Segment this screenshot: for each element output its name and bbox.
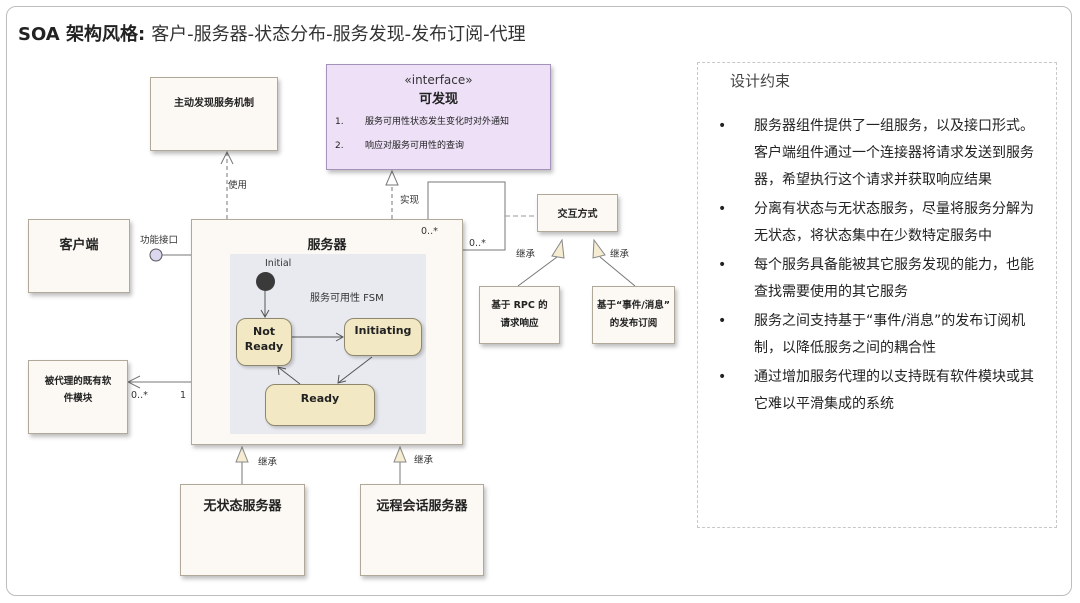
title-rest: 客户-服务器-状态分布-服务发现-发布订阅-代理 bbox=[151, 24, 526, 45]
self-assoc-edge bbox=[427, 181, 506, 251]
remote-inherit-label: 继承 bbox=[414, 455, 434, 466]
rpc-inherit-arrowhead bbox=[551, 238, 565, 259]
rpc-label-1: 基于 RPC 的 bbox=[491, 300, 548, 311]
state-initiating-label: Initiating bbox=[354, 324, 412, 337]
proxy-multiplicity-one: 1 bbox=[180, 390, 187, 401]
interface-stereotype: «interface» bbox=[404, 73, 473, 87]
state-ready-label: Ready bbox=[300, 392, 340, 405]
initial-pseudostate bbox=[256, 272, 275, 291]
proxied-module-label-2: 件模块 bbox=[63, 393, 93, 404]
constraint-item: • 服务器组件提供了一组服务，以及接口形式。客户端组件通过一个连接器将请求发送到服… bbox=[718, 113, 1043, 194]
realize-arrowhead bbox=[385, 169, 399, 186]
self-multiplicity-end: 0..* bbox=[469, 238, 486, 249]
state-not-ready-line2: Ready bbox=[244, 340, 284, 353]
rpc-request-response-box[interactable]: 基于 RPC 的 请求响应 bbox=[479, 286, 560, 344]
bullet-icon: • bbox=[718, 313, 727, 329]
design-constraints-panel: 设计约束 • 服务器组件提供了一组服务，以及接口形式。客户端组件通过一个连接器将请… bbox=[697, 62, 1057, 528]
proxied-module-label-1: 被代理的既有软 bbox=[44, 376, 112, 387]
proxy-multiplicity-many: 0..* bbox=[131, 390, 148, 401]
event-inherit-arrowhead bbox=[592, 238, 606, 259]
interface-operations: 1. 服务可用性状态发生变化时对外通知 2. 响应对服务可用性的查询 bbox=[335, 114, 550, 151]
operation-number: 1. bbox=[335, 117, 344, 127]
proxy-arrowhead bbox=[126, 375, 141, 389]
interaction-style-label: 交互方式 bbox=[557, 209, 598, 220]
stateless-server-box[interactable]: 无状态服务器 bbox=[180, 484, 305, 576]
state-not-ready[interactable]: Not Ready bbox=[236, 318, 292, 366]
event-pubsub-box[interactable]: 基于“事件/消息” 的发布订阅 bbox=[592, 286, 675, 344]
ready-to-notready-arrowhead bbox=[277, 366, 287, 376]
initial-label: Initial bbox=[265, 258, 292, 269]
state-not-ready-line1: Not bbox=[252, 325, 276, 338]
initiating-to-ready bbox=[337, 356, 373, 384]
constraint-item: • 服务之间支持基于“事件/消息”的发布订阅机制，以降低服务之间的耦合性 bbox=[718, 308, 1043, 362]
discovery-mechanism-box[interactable]: 主动发现服务机制 bbox=[150, 77, 278, 151]
rpc-label-2: 请求响应 bbox=[500, 318, 539, 329]
remote-session-server-label: 远程会话服务器 bbox=[376, 499, 468, 514]
notready-to-initiating-arrowhead bbox=[335, 332, 345, 342]
event-inherit-label: 继承 bbox=[610, 249, 630, 260]
initiating-to-ready-arrowhead bbox=[337, 374, 347, 384]
proxied-module-box[interactable]: 被代理的既有软 件模块 bbox=[28, 360, 128, 434]
event-label-1: 基于“事件/消息” bbox=[597, 300, 670, 311]
interface-name: 可发现 bbox=[418, 92, 458, 107]
operation-text: 服务可用性状态发生变化时对外通知 bbox=[365, 117, 510, 127]
remote-inherit-arrowhead bbox=[393, 445, 407, 463]
operation-number: 2. bbox=[335, 141, 344, 151]
use-arrowhead bbox=[220, 150, 234, 165]
server-label: 服务器 bbox=[307, 238, 347, 253]
event-inherit-edge bbox=[599, 256, 636, 287]
bullet-icon: • bbox=[718, 369, 727, 385]
title-bold: SOA 架构风格: bbox=[18, 24, 146, 45]
client-box[interactable]: 客户端 bbox=[28, 219, 130, 293]
state-initiating[interactable]: Initiating bbox=[344, 318, 422, 356]
bullet-icon: • bbox=[718, 201, 727, 217]
constraint-text: 服务器组件提供了一组服务，以及接口形式。客户端组件通过一个连接器将请求发送到服务… bbox=[754, 118, 1034, 188]
use-label: 使用 bbox=[228, 180, 248, 191]
constraint-text: 服务之间支持基于“事件/消息”的发布订阅机制，以降低服务之间的耦合性 bbox=[754, 313, 1026, 356]
interface-operation: 2. 响应对服务可用性的查询 bbox=[335, 138, 550, 151]
realize-label: 实现 bbox=[400, 195, 420, 206]
state-ready[interactable]: Ready bbox=[265, 384, 375, 426]
self-multiplicity-start: 0..* bbox=[421, 226, 438, 237]
interface-operation: 1. 服务可用性状态发生变化时对外通知 bbox=[335, 114, 550, 127]
discovery-mechanism-label: 主动发现服务机制 bbox=[174, 98, 254, 109]
constraint-text: 分离有状态与无状态服务，尽量将服务分解为无状态，将状态集中在少数特定服务中 bbox=[754, 201, 1034, 244]
rpc-inherit-label: 继承 bbox=[516, 249, 536, 260]
stateless-inherit-arrowhead bbox=[235, 445, 249, 463]
constraint-item: • 通过增加服务代理的以支持既有软件模块或其它难以平滑集成的系统 bbox=[718, 364, 1043, 418]
stateless-server-label: 无状态服务器 bbox=[203, 499, 282, 514]
discoverable-interface-box[interactable]: «interface» 可发现 1. 服务可用性状态发生变化时对外通知 2. 响应对… bbox=[326, 64, 551, 170]
func-interface-label: 功能接口 bbox=[140, 235, 179, 246]
ready-to-notready bbox=[277, 366, 301, 385]
func-interface-lollipop bbox=[149, 248, 163, 262]
design-constraints-title: 设计约束 bbox=[730, 72, 791, 90]
constraint-item: • 每个服务具备能被其它服务发现的能力，也能查找需要使用的其它服务 bbox=[718, 252, 1043, 306]
design-constraints-list: • 服务器组件提供了一组服务，以及接口形式。客户端组件通过一个连接器将请求发送到服… bbox=[718, 113, 1043, 420]
remote-session-server-box[interactable]: 远程会话服务器 bbox=[360, 484, 484, 576]
page-title: SOA 架构风格:客户-服务器-状态分布-服务发现-发布订阅-代理 bbox=[18, 20, 526, 46]
constraint-text: 通过增加服务代理的以支持既有软件模块或其它难以平滑集成的系统 bbox=[754, 369, 1034, 412]
rpc-inherit-edge bbox=[517, 256, 558, 287]
constraint-item: • 分离有状态与无状态服务，尽量将服务分解为无状态，将状态集中在少数特定服务中 bbox=[718, 196, 1043, 250]
interaction-style-box[interactable]: 交互方式 bbox=[537, 194, 618, 232]
fsm-title: 服务可用性 FSM bbox=[310, 293, 384, 304]
stateless-inherit-label: 继承 bbox=[258, 457, 278, 468]
constraint-text: 每个服务具备能被其它服务发现的能力，也能查找需要使用的其它服务 bbox=[754, 257, 1034, 300]
event-label-2: 的发布订阅 bbox=[609, 318, 658, 329]
client-label: 客户端 bbox=[59, 238, 99, 253]
initial-transition-arrowhead bbox=[260, 309, 270, 319]
bullet-icon: • bbox=[718, 118, 727, 134]
operation-text: 响应对服务可用性的查询 bbox=[365, 141, 465, 151]
bullet-icon: • bbox=[718, 257, 727, 273]
